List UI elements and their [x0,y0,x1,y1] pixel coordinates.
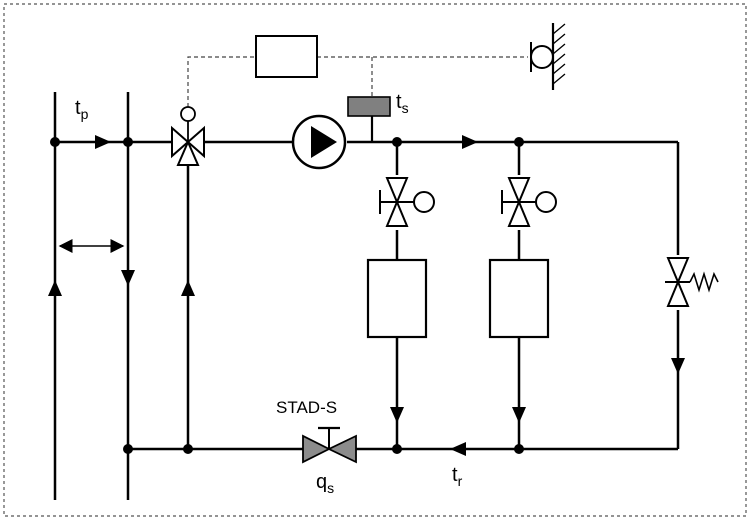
control-signal-lines [187,56,528,107]
three-way-mixing-valve-icon [171,106,205,166]
stad-s-balancing-valve-icon [302,426,357,464]
flow-arrow-supply-right [462,135,478,149]
flow-arrow-primary-up [48,280,62,296]
branch2-control-valve-icon [501,177,557,227]
label-qs: qs [316,471,334,496]
flow-arrow-branch1-down [390,407,404,423]
label-ts: ts [396,91,409,116]
flow-arrows [48,135,685,456]
terminal-unit-2 [488,258,550,339]
flow-arrow-bypass-up [181,280,195,296]
label-stad-s: STAD-S [276,398,337,417]
circulation-pump-icon [291,114,347,170]
controller-box [255,35,318,78]
flow-arrow-supply-tp [95,135,111,149]
label-tp: tp [75,97,89,122]
pressure-relief-valve-icon [665,257,719,307]
diagram-border [3,3,747,517]
supply-temperature-sensor [347,96,391,142]
flow-arrow-branch2-down [512,407,526,423]
outdoor-sensor-icon [530,23,566,90]
label-tr: tr [452,464,463,489]
flow-arrow-right-down [671,358,685,374]
junction-dots [50,137,524,454]
terminal-unit-1 [366,258,428,339]
flow-arrow-return-tr [450,442,466,456]
branch1-control-valve-icon [379,177,435,227]
flow-arrow-primary-down [121,270,135,286]
